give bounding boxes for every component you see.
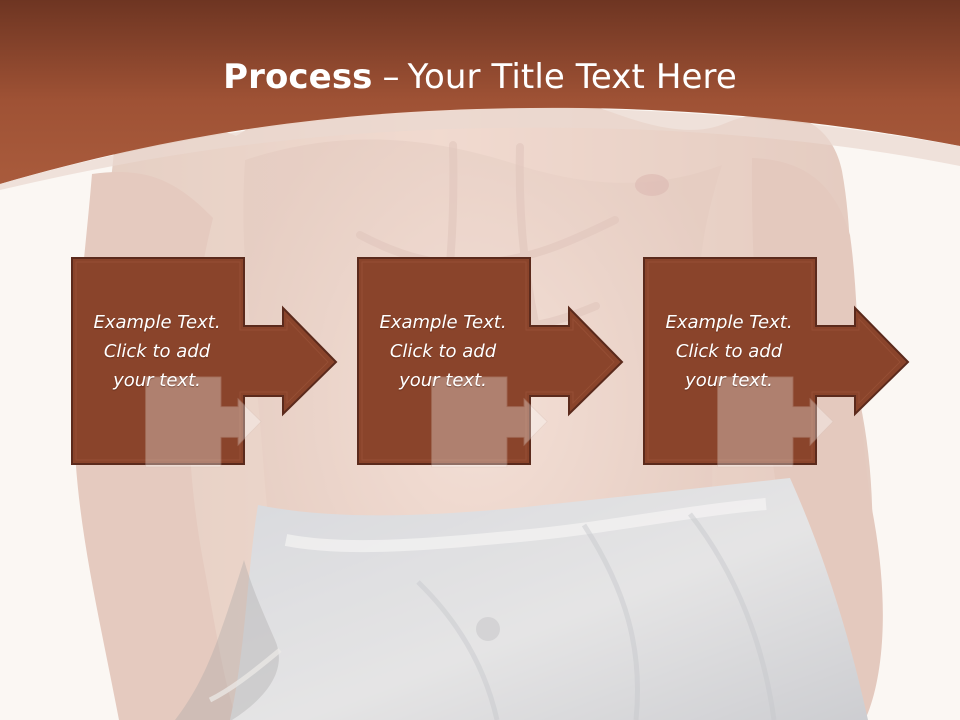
- process-arrow-box: [643, 257, 910, 465]
- process-step-2[interactable]: Example Text. Click to add your text.: [356, 256, 624, 576]
- slide-title[interactable]: Process – Your Title Text Here: [0, 52, 960, 102]
- title-rest-text: Your Title Text Here: [407, 57, 737, 97]
- process-step-3[interactable]: Example Text. Click to add your text.: [642, 256, 910, 576]
- title-band: [0, 0, 960, 190]
- process-arrow-box: [357, 257, 624, 465]
- title-dash: –: [382, 57, 400, 97]
- process-step-1[interactable]: Example Text. Click to add your text.: [70, 256, 338, 576]
- title-strong-text: Process: [223, 57, 373, 97]
- process-arrow-box: [71, 257, 338, 465]
